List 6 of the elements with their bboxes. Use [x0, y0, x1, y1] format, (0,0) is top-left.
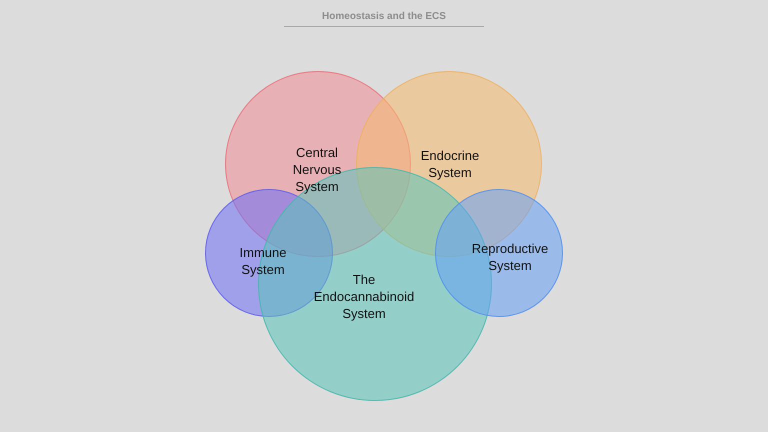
title: Homeostasis and the ECS — [284, 9, 484, 27]
circle-label: Central Nervous System — [292, 144, 342, 195]
circle-label: Reproductive System — [470, 240, 550, 275]
circle-label: Endocrine System — [420, 147, 480, 182]
circle-label: Immune System — [238, 244, 288, 279]
circle-label: The Endocannabinoid System — [312, 270, 416, 322]
